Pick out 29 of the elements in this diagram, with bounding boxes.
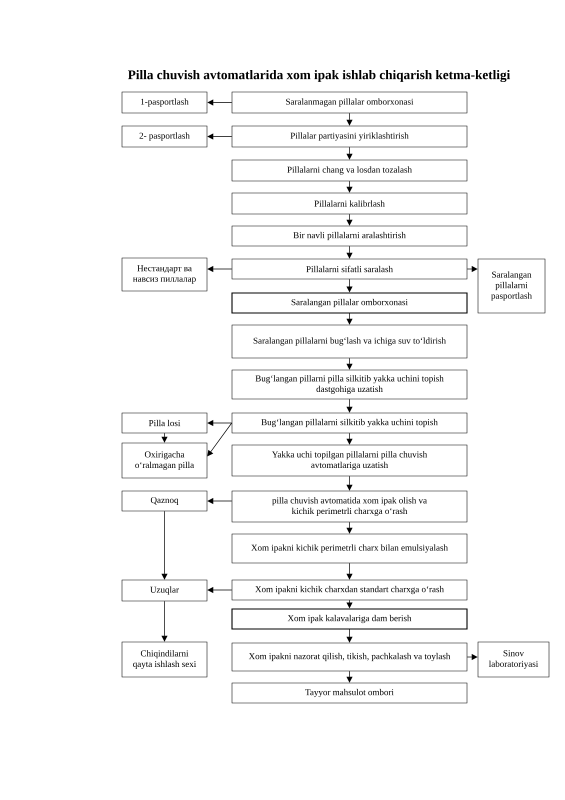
process-box: 1-pasportlash [122, 92, 208, 114]
process-box: Xom ipakni kichik perimetrli charx bilan emulsiyalash [232, 534, 468, 564]
process-box: Bir navli pillalarni aralashtirish [232, 226, 468, 246]
process-box: Qaznoq [122, 490, 208, 512]
process-box: Xom ipakni nazorat qilish, tikish, pachkalash va toylash [232, 642, 468, 672]
process-box: Chiqindilarni qayta ishlash sexi [122, 642, 208, 678]
process-box: Sinov laboratoriyasi [478, 642, 550, 678]
process-box: Xom ipak kalavalariga dam berish [231, 608, 468, 630]
process-box: Saralangan pillalarni pasportlash [478, 258, 546, 314]
arrow [207, 422, 232, 456]
process-box: Bug‘langan pillalarni silkitib yakka uchini topish [232, 412, 468, 434]
process-box: 2- pasportlash [122, 126, 208, 148]
process-box: pilla chuvish avtomatida xom ipak olish va kichik perimetrli charxga o‘rash [232, 490, 468, 522]
process-box: Нестандарт ва навсиз пиллалар [122, 258, 208, 292]
process-box: Pilla losi [122, 412, 208, 434]
process-box: Oxirigacha o‘ralmagan pilla [122, 442, 208, 478]
process-box: Uzuqlar [122, 580, 208, 602]
process-box: Saralangan pillalar omborxonasi [231, 292, 468, 314]
process-box: Pillalarni sifatli saralash [232, 258, 468, 280]
title: Pilla chuvish avtomatlarida xom ipak ishlab chiqarish ketma-ketligi [128, 70, 510, 82]
process-box: Xom ipakni kichik charxdan standart charxga o‘rash [232, 580, 468, 600]
process-box: Bug‘langan pillarni pilla silkitib yakka uchini topish dastgohiga uzatish [232, 370, 468, 400]
process-box: Pillalar partiyasini yiriklashtirish [232, 126, 468, 148]
process-box: Saralanmagan pillalar omborxonasi [232, 92, 468, 114]
process-box: Saralangan pillalarni bug‘lash va ichiga suv to‘ldirish [232, 324, 468, 358]
process-box: Pillalarni kalibrlash [232, 192, 468, 214]
process-box: Yakka uchi topilgan pillalarni pilla chuvish avtomatlariga uzatish [232, 444, 468, 476]
process-box: Pillalarni chang va losdan tozalash [232, 160, 468, 182]
process-box: Tayyor mahsulot ombori [232, 682, 468, 704]
